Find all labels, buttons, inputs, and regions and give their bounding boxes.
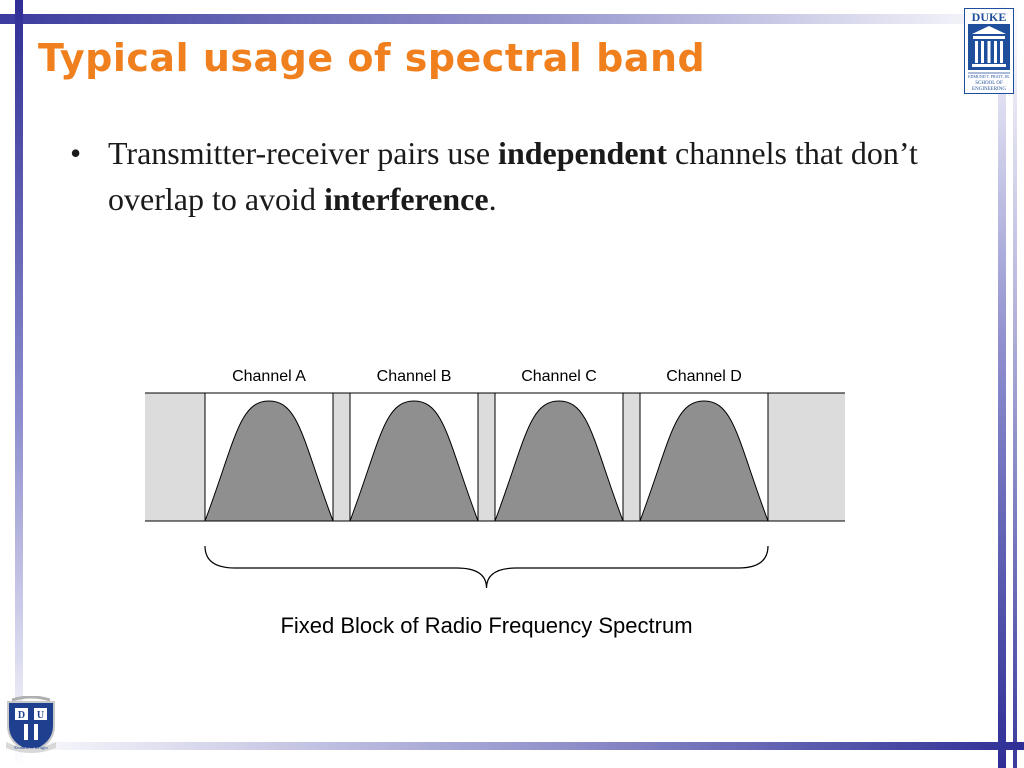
channel-lobe xyxy=(204,400,334,522)
band-guard-right xyxy=(768,393,845,521)
channel-lobe xyxy=(349,400,479,522)
channel-lobe xyxy=(639,400,769,522)
bullet-text-segment: Transmitter-receiver pairs use xyxy=(108,135,499,171)
bullet-text-segment: channels that don’t overlap to avoid xyxy=(108,135,918,217)
channel-lobe xyxy=(494,400,624,522)
guard-band xyxy=(622,392,641,522)
right-border xyxy=(998,0,1006,768)
brace-caption: Fixed Block of Radio Frequency Spectrum xyxy=(280,613,692,638)
guard-band xyxy=(332,392,351,522)
bullet-text-segment: . xyxy=(488,181,497,217)
duke-university-seal: D U Eruditio et Religio xyxy=(6,696,56,754)
bullet-dot: • xyxy=(70,135,82,171)
svg-text:ENGINEERING: ENGINEERING xyxy=(972,87,1006,92)
spectrum-brace xyxy=(204,545,769,589)
svg-text:D: D xyxy=(18,710,25,721)
channel-label: Channel A xyxy=(232,368,306,385)
svg-text:Eruditio et Religio: Eruditio et Religio xyxy=(14,745,48,750)
band-guard-left xyxy=(145,393,205,521)
top-border xyxy=(0,14,1024,24)
svg-text:U: U xyxy=(37,710,44,721)
emphasis-interference: interference xyxy=(323,181,489,217)
svg-text:DUKE: DUKE xyxy=(972,10,1007,24)
bottom-border xyxy=(0,742,1024,750)
channel-label: Channel B xyxy=(377,368,452,385)
right-border-thin xyxy=(1013,0,1017,768)
svg-text:EDMUND T. PRATT, JR.: EDMUND T. PRATT, JR. xyxy=(968,74,1010,80)
spectrum-diagram: Channel A Channel B Channel C Channel D Fixe… xyxy=(145,368,845,638)
svg-text:SCHOOL OF: SCHOOL OF xyxy=(975,81,1003,86)
guard-band xyxy=(477,392,496,522)
bullet-text: Transmitter-receiver pairs use independe… xyxy=(108,130,948,222)
emphasis-independent: independent xyxy=(498,135,667,171)
slide-title: Typical usage of spectral band xyxy=(38,36,706,80)
channel-label: Channel C xyxy=(521,368,597,385)
left-border xyxy=(15,0,23,768)
channel-label: Channel D xyxy=(666,368,742,385)
duke-school-of-engineering-logo: DUKE EDMUND T. PRATT, JR. SCHOOL OF ENGI… xyxy=(964,8,1014,94)
